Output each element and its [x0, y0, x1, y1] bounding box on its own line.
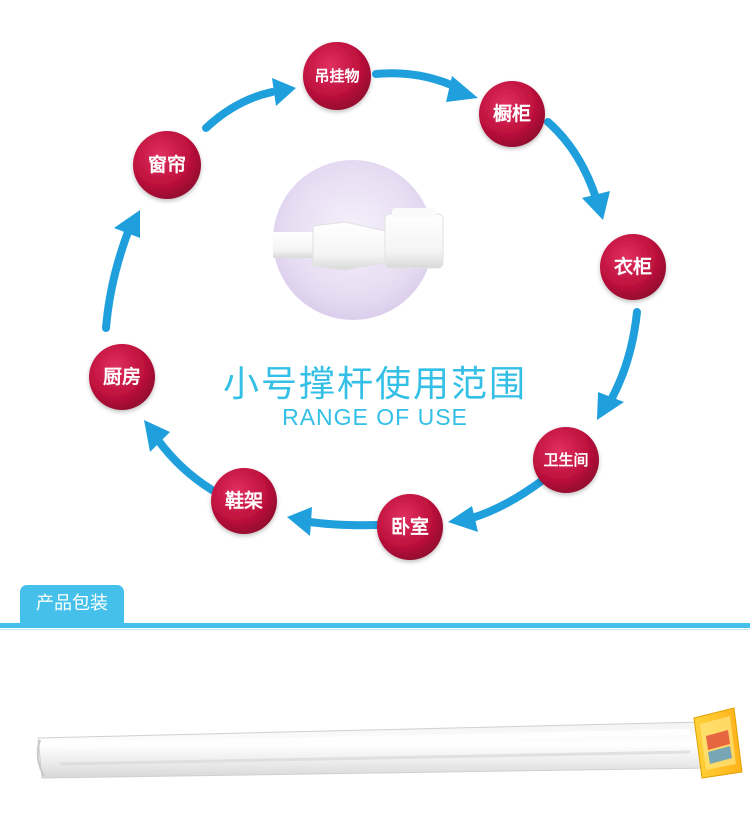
node-wardrobe: 衣柜 [600, 234, 666, 300]
arrowhead-1 [446, 76, 478, 102]
title-english: RANGE OF USE [282, 404, 468, 430]
node-bathroom: 卫生间 [533, 427, 599, 493]
packaged-rod [36, 707, 743, 779]
arrow-2 [544, 118, 600, 202]
arrow-5 [306, 518, 382, 530]
arrowhead-7 [114, 210, 140, 238]
node-label: 厨房 [103, 365, 141, 388]
arrowhead-8 [272, 78, 296, 106]
node-label: 卫生间 [543, 451, 588, 469]
node-label: 鞋架 [225, 489, 263, 512]
arrowhead-6 [144, 420, 170, 452]
usage-range-diagram: 吊挂物 橱柜 衣柜 卫生间 卧室 鞋架 厨房 窗帘 [89, 42, 666, 560]
node-label: 窗帘 [148, 153, 186, 176]
arrowhead-4 [448, 506, 478, 532]
node-label: 吊挂物 [314, 67, 359, 85]
arrow-3 [608, 308, 641, 402]
node-label: 卧室 [391, 515, 429, 538]
arrow-8 [202, 88, 276, 132]
package-photo [36, 707, 743, 779]
section-divider-highlight [0, 629, 750, 630]
node-curtain: 窗帘 [133, 131, 201, 199]
node-cupboard: 橱柜 [479, 81, 545, 147]
node-label: 橱柜 [492, 102, 531, 125]
arrow-6 [154, 436, 216, 494]
node-label: 衣柜 [614, 255, 652, 278]
arrowhead-5 [287, 507, 312, 536]
section-divider [0, 623, 750, 628]
node-hanging-items: 吊挂物 [303, 42, 371, 110]
title-chinese: 小号撑杆使用范围 [222, 364, 527, 405]
arrowhead-3 [597, 392, 624, 420]
section-tab-packaging: 产品包装 [20, 585, 124, 623]
arrowhead-2 [582, 191, 610, 220]
arrow-4 [468, 476, 547, 522]
cycle-arrows [102, 69, 641, 536]
product-photo [273, 160, 444, 320]
node-bedroom: 卧室 [377, 494, 443, 560]
node-shoe-rack: 鞋架 [211, 468, 277, 534]
arrow-7 [102, 228, 132, 332]
node-kitchen: 厨房 [89, 344, 155, 410]
arrow-1 [372, 69, 462, 92]
